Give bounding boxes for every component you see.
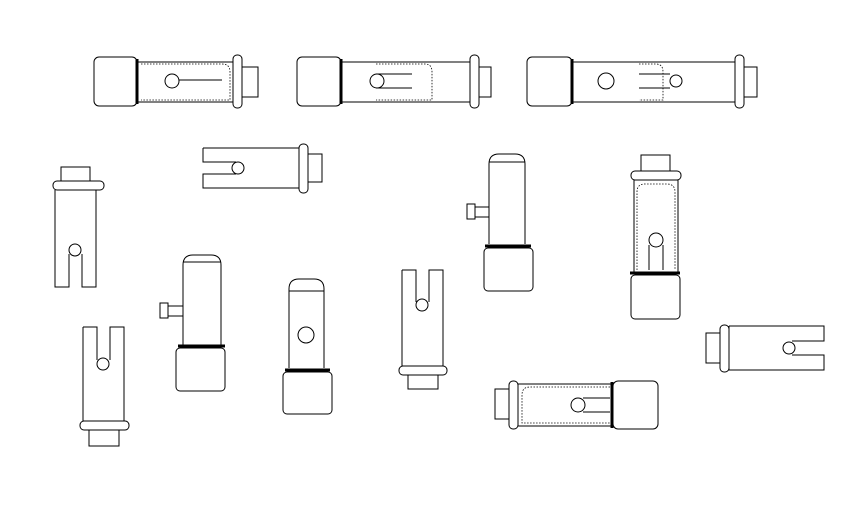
clamp-m-stub [494, 388, 510, 420]
capsule-body-center [282, 278, 333, 415]
sleeve-vc-flange [398, 365, 448, 376]
capsule-base [282, 371, 333, 415]
screw-left-neck [167, 305, 184, 317]
sleeve-h-stub [307, 153, 323, 183]
clamp-a-inner-outline [141, 63, 231, 101]
slotted-sleeve-vertical-left [52, 166, 105, 288]
slotted-sleeve-vertical-bottom-left [79, 326, 130, 447]
clamp-a-flange [232, 54, 243, 109]
clamp-v-slot [648, 245, 664, 270]
sleeve-vb-slot-end [96, 357, 110, 371]
clamp-v-base [630, 274, 681, 320]
clamp-b-end-cap [296, 56, 342, 107]
slotted-sleeve-horizontal-right [705, 324, 825, 373]
sleeve-vb-body [82, 326, 125, 422]
screw-left-knob [159, 302, 169, 319]
sleeve-hr-slot-end [782, 341, 796, 355]
clamp-c-end-cap [526, 56, 573, 107]
clamp-a-end-cap [93, 56, 138, 107]
sleeve-vl-flange [52, 180, 105, 191]
capsule-hole [297, 326, 315, 344]
clamp-v-stub [640, 154, 671, 172]
clamp-c-stub [743, 66, 758, 98]
clamp-c-sleeve [572, 61, 736, 103]
sleeve-vc-body [401, 269, 444, 367]
screw-right-base [483, 247, 534, 292]
clamp-c-slot [639, 73, 670, 89]
screw-body-right [466, 153, 534, 292]
clamp-c-flange [734, 54, 745, 109]
clamp-a-stub [241, 66, 259, 98]
capsule-barrel [288, 278, 325, 368]
clamp-m-slot [583, 397, 610, 413]
sleeve-vb-stub [88, 429, 120, 447]
sleeve-vc-stub [407, 374, 439, 390]
clamp-b-slot [376, 73, 412, 89]
assembled-clamp-vertical [630, 154, 682, 320]
screw-right-neck [474, 206, 490, 218]
sleeve-h-flange [298, 143, 309, 194]
clamp-v-flange [630, 170, 682, 181]
clamp-b-pin [369, 73, 385, 89]
assembled-clamp-mirrored [494, 380, 659, 430]
clamp-m-flange [508, 380, 519, 430]
sleeve-vl-stub [60, 166, 91, 182]
screw-left-base [175, 347, 226, 392]
sleeve-vb-flange [79, 420, 130, 431]
clamp-b-inner-outline [376, 63, 433, 101]
clamp-b-sleeve [341, 61, 471, 103]
clamp-v-inner-outline [636, 183, 676, 270]
clamp-m-pin [570, 397, 586, 413]
sleeve-vl-body [54, 190, 97, 288]
clamp-a-pin [164, 73, 180, 89]
sleeve-hr-stub [705, 332, 721, 364]
sleeve-hr-flange [719, 324, 730, 373]
slotted-sleeve-horizontal [202, 143, 323, 194]
screw-body-left [159, 254, 226, 392]
screw-right-knob [466, 203, 476, 220]
clamp-c-pin [669, 74, 683, 88]
sleeve-h-slot-end [231, 161, 245, 175]
clamp-a-sleeve [137, 61, 234, 103]
clamp-c-hole [597, 72, 615, 90]
sleeve-vl-slot-end [68, 243, 82, 257]
clamp-v-pin [648, 232, 664, 248]
sleeve-h-body [202, 147, 300, 189]
clamp-m-inner-outline [521, 386, 610, 424]
sleeve-vc-slot-end [415, 298, 429, 312]
clamp-v-sleeve [633, 179, 679, 273]
sleeve-hr-body [728, 325, 825, 371]
slotted-sleeve-vertical-center [398, 269, 448, 390]
clamp-m-end-cap [612, 380, 659, 430]
assembled-clamp-b [296, 54, 492, 109]
clamp-b-stub [478, 66, 492, 98]
clamp-c-inner-outline [639, 63, 664, 101]
clamp-b-flange [469, 54, 480, 109]
assembled-clamp-a [93, 54, 259, 109]
assembled-clamp-c [526, 54, 758, 109]
screw-left-barrel [182, 254, 222, 345]
screw-right-barrel [488, 153, 526, 244]
clamp-m-sleeve [517, 383, 613, 427]
